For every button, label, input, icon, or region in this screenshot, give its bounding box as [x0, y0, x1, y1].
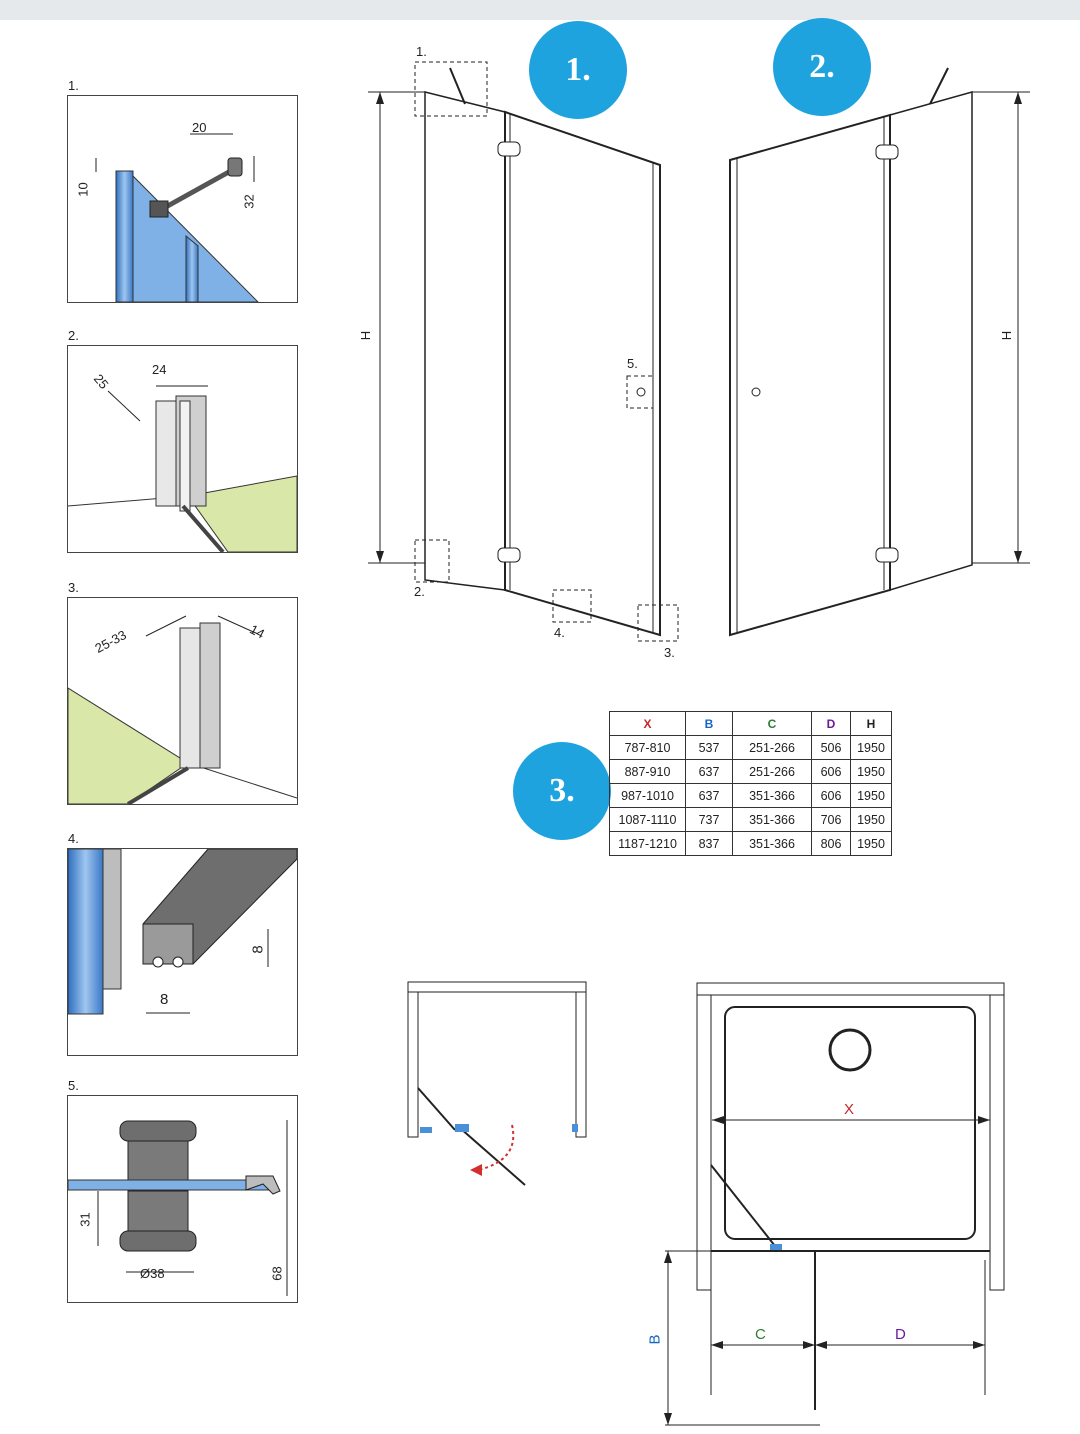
cell: 1087-1110	[609, 807, 686, 832]
cell: 806	[811, 831, 851, 856]
cell: 506	[811, 735, 851, 760]
dim-20: 20	[192, 120, 207, 135]
dim-24: 24	[152, 362, 167, 377]
cell: 1950	[850, 759, 892, 784]
detail-4-label: 4.	[68, 831, 79, 846]
plan-c-label: C	[755, 1326, 766, 1343]
wall-profile-detail	[68, 615, 297, 804]
header-b: B	[685, 711, 733, 736]
plan-d-label: D	[895, 1326, 906, 1343]
cell: 537	[685, 735, 733, 760]
plan-x-label: X	[844, 1101, 855, 1118]
detail-5-label: 5.	[68, 1078, 79, 1093]
cell: 987-1010	[609, 783, 686, 808]
cell: 1187-1210	[609, 831, 686, 856]
height-label-right: H	[999, 330, 1015, 341]
bubble-1: 1.	[529, 21, 627, 119]
callout-1: 1.	[416, 44, 427, 59]
cell: 787-810	[609, 735, 686, 760]
table-row: 987-1010 637 351-366 606 1950	[609, 783, 892, 808]
cell: 887-910	[609, 759, 686, 784]
dimension-table: X B C D H 787-810 537 251-266 506 1950 8…	[609, 711, 892, 856]
cell: 637	[685, 759, 733, 784]
cell: 737	[685, 807, 733, 832]
cell: 1950	[850, 831, 892, 856]
table-row: 887-910 637 251-266 606 1950	[609, 759, 892, 784]
plan-b-label: B	[646, 1334, 664, 1345]
table-row: 1087-1110 737 351-366 706 1950	[609, 807, 892, 832]
detail-3-panel: 25-33 14	[67, 597, 298, 805]
callout-4: 4.	[554, 625, 565, 640]
cell: 837	[685, 831, 733, 856]
cell: 351-366	[732, 807, 812, 832]
cell: 1950	[850, 783, 892, 808]
floor-profile-detail	[68, 385, 297, 552]
cell: 1950	[850, 735, 892, 760]
handle-knob-detail	[68, 1120, 288, 1296]
door-seal-detail	[68, 849, 297, 1015]
wall-bracket-detail	[95, 133, 259, 302]
detail-3-label: 3.	[68, 580, 79, 595]
header-h: H	[850, 711, 892, 736]
detail-2-panel: 24 25	[67, 345, 298, 553]
top-bar	[0, 0, 1080, 20]
detail-1-label: 1.	[68, 78, 79, 93]
table-row: 787-810 537 251-266 506 1950	[609, 735, 892, 760]
bubble-3: 3.	[513, 742, 611, 840]
height-label-left: H	[358, 330, 374, 341]
callout-5: 5.	[627, 356, 638, 371]
cell: 351-366	[732, 831, 812, 856]
callout-2: 2.	[414, 584, 425, 599]
header-c: C	[732, 711, 812, 736]
cell: 1950	[850, 807, 892, 832]
cell: 251-266	[732, 735, 812, 760]
dim-38: Ø38	[140, 1266, 165, 1281]
header-x: X	[609, 711, 686, 736]
cell: 251-266	[732, 759, 812, 784]
cell: 351-366	[732, 783, 812, 808]
cell: 606	[811, 783, 851, 808]
cell: 637	[685, 783, 733, 808]
dim-8-horizontal: 8	[160, 991, 169, 1008]
detail-2-label: 2.	[68, 328, 79, 343]
header-d: D	[811, 711, 851, 736]
cell: 706	[811, 807, 851, 832]
detail-4-panel: 8 8	[67, 848, 298, 1056]
cell: 606	[811, 759, 851, 784]
table-header-row: X B C D H	[609, 711, 892, 736]
bubble-2: 2.	[773, 18, 871, 116]
callout-3: 3.	[664, 645, 675, 660]
table-row: 1187-1210 837 351-366 806 1950	[609, 831, 892, 856]
detail-5-panel: 31 Ø38 68	[67, 1095, 298, 1303]
detail-1-panel: 20 10 32	[67, 95, 298, 303]
